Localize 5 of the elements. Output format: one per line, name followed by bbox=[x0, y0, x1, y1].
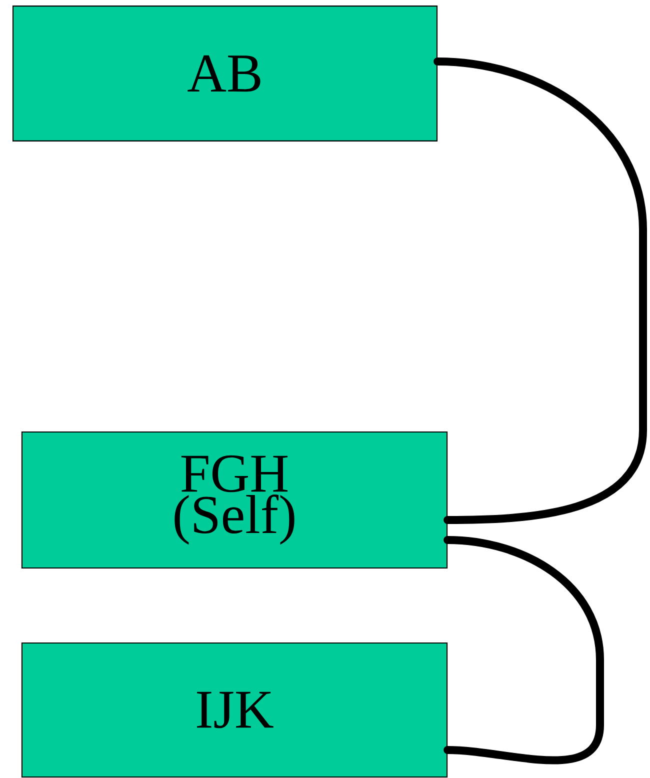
process-box: FGH (Self) bbox=[21, 431, 448, 569]
connector-line bbox=[444, 536, 604, 764]
connector-line bbox=[434, 58, 647, 524]
process-box: AB bbox=[12, 6, 438, 142]
process-box: IJK bbox=[21, 642, 448, 778]
